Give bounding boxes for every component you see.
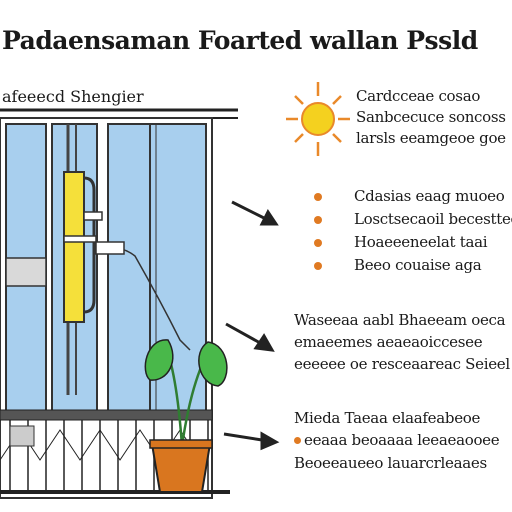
bullet-dot-2 [314,216,322,224]
bullet-dot-1 [314,193,322,201]
pointer-arrow-1 [231,200,279,226]
sun-text-2: Sanbcecuce soncoss [356,108,506,126]
plant-pot [150,443,212,493]
leaf-left [144,339,174,381]
tank-pipe [83,176,96,314]
pot-rim [149,439,213,449]
bottom-text-2: eeaaa beoaaaa leeaeaooee [304,431,500,449]
shelf [5,257,47,287]
bullet-text-2: Losctsecaoil becesttee [354,210,512,228]
floor-box [9,425,35,447]
bullet-text-3: Hoaeeeneelat taai [354,233,488,251]
bullet-dot-4 [314,262,322,270]
drip-nozzle [95,241,125,255]
sun-text-3: larsls eeamgeoe goe [356,129,506,147]
balcony-rail [0,409,213,421]
pointer-arrow-3 [223,431,280,451]
valve-2 [63,235,97,243]
bullet-dot-3 [314,239,322,247]
middle-text-1: Waseeaa aabl Bhaeeam oeca [294,311,506,329]
leaf-right [198,341,228,387]
bottom-text-3: Beoeeaueeo lauarcrleaaes [294,454,487,472]
water-tank [63,171,85,323]
sun-text-1: Cardcceae cosao [356,87,481,105]
pointer-arrow-2 [225,322,275,352]
middle-text-3: eeeeee oe resceaareac Seieel [294,355,510,373]
diagram-title: Padaensaman Foarted wallan Pssld [2,26,478,55]
valve [83,211,103,221]
bottom-bullet [294,437,301,444]
diagram-subheader: afeeecd Shengier [2,87,144,106]
sun-icon [286,82,350,156]
middle-text-2: emaeemes aeaeaoiccesee [294,333,483,351]
bullet-text-4: Beeo couaise aga [354,256,482,274]
bottom-text-1: Mieda Taeaa elaafeabeoe [294,409,481,427]
bullet-text-1: Cdasias eaag muoeo [354,187,505,205]
